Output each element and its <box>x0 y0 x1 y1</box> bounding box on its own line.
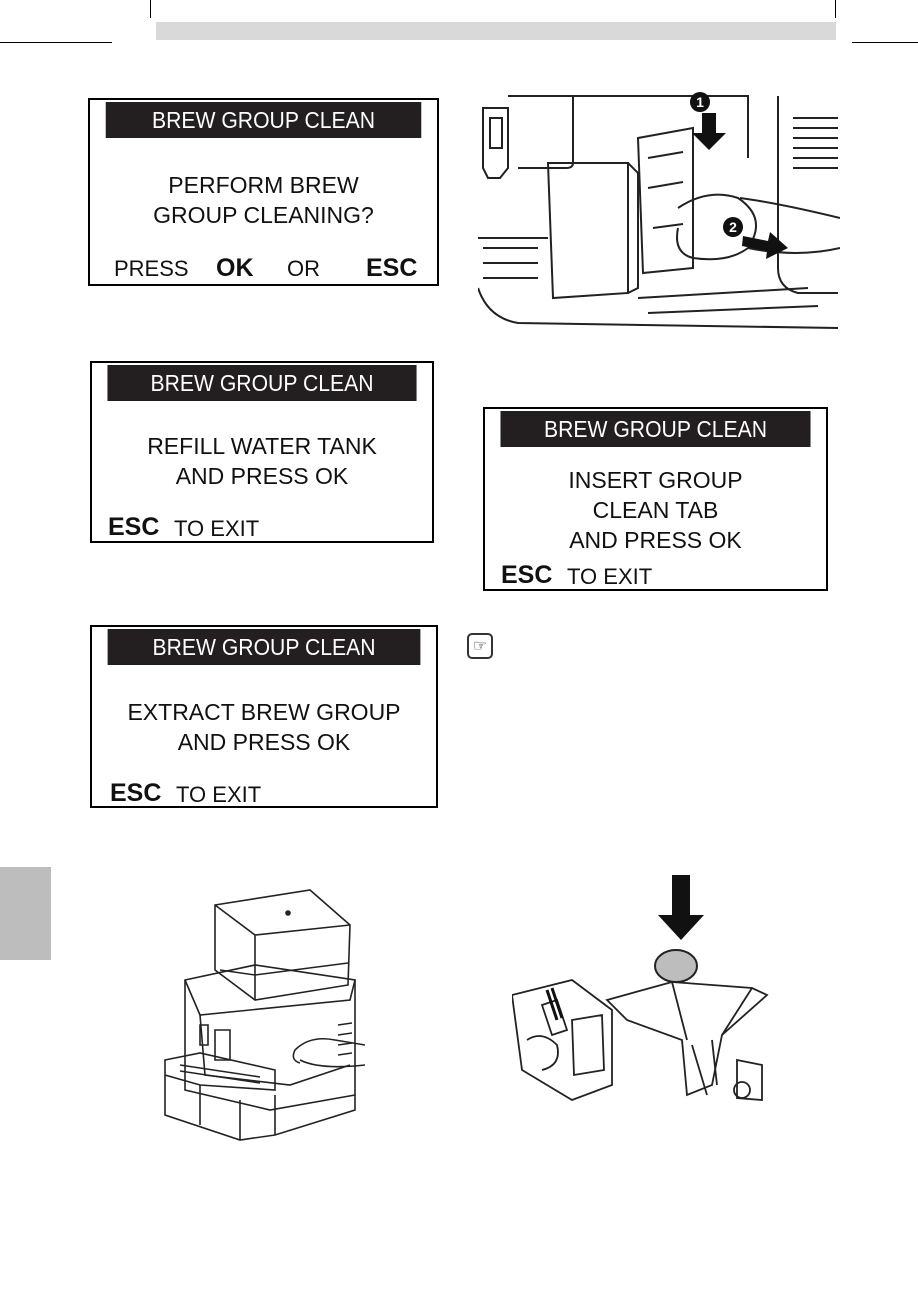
panel-footer-ok: OK <box>216 254 254 283</box>
panel-footer-esc: ESC <box>110 779 161 808</box>
panel-message: INSERT GROUP CLEAN TAB AND PRESS OK <box>485 465 826 555</box>
crop-mark-top-right-v <box>835 0 836 18</box>
panel-header: BREW GROUP CLEAN <box>106 102 422 138</box>
panel-header: BREW GROUP CLEAN <box>107 365 416 401</box>
header-band <box>156 22 836 40</box>
display-panel-extract-group: BREW GROUP CLEAN EXTRACT BREW GROUP AND … <box>90 625 438 808</box>
panel-footer-esc: ESC <box>366 254 417 283</box>
crop-mark-top-v <box>150 0 151 18</box>
brew-group-removal-illustration: 1 2 <box>478 88 840 344</box>
panel-footer-press: PRESS <box>114 256 189 282</box>
panel-footer-esc: ESC <box>108 513 159 542</box>
panel-message: EXTRACT BREW GROUP AND PRESS OK <box>92 697 436 757</box>
step-marker-2: 2 <box>729 219 737 235</box>
display-panel-refill-water: BREW GROUP CLEAN REFILL WATER TANK AND P… <box>90 361 434 543</box>
crop-mark-top-right-h <box>852 42 918 43</box>
panel-footer-exit: TO EXIT <box>567 564 652 590</box>
panel-footer-exit: TO EXIT <box>174 516 259 542</box>
clean-tab-insertion-illustration <box>512 870 770 1105</box>
panel-header: BREW GROUP CLEAN <box>500 411 810 447</box>
panel-footer-exit: TO EXIT <box>176 782 261 808</box>
step-marker-1: 1 <box>696 94 704 110</box>
note-hand-icon: ☞ <box>467 633 493 659</box>
panel-message: PERFORM BREW GROUP CLEANING? <box>90 170 437 230</box>
display-panel-perform-cleaning: BREW GROUP CLEAN PERFORM BREW GROUP CLEA… <box>88 98 439 286</box>
panel-header: BREW GROUP CLEAN <box>108 629 421 665</box>
panel-footer-esc: ESC <box>501 561 552 590</box>
panel-message: REFILL WATER TANK AND PRESS OK <box>92 431 432 491</box>
section-thumb-tab <box>0 867 51 960</box>
display-panel-insert-tab: BREW GROUP CLEAN INSERT GROUP CLEAN TAB … <box>483 407 828 591</box>
crop-mark-top-h <box>0 42 112 43</box>
coffee-machine-illustration <box>160 885 365 1160</box>
panel-footer-or: OR <box>287 256 320 282</box>
